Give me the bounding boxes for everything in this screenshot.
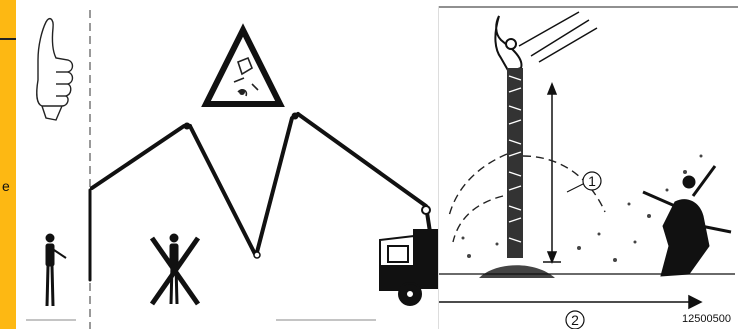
concrete-splatter: [461, 154, 703, 278]
boom-illustration: [16, 0, 438, 329]
forbidden-person-figure: [149, 233, 201, 306]
callout-2: 2: [565, 310, 585, 329]
document-code: 12500500: [682, 313, 731, 325]
side-strip-notch: [0, 0, 16, 40]
side-color-strip: e: [0, 0, 16, 329]
thumbs-up-icon: [36, 17, 74, 121]
svg-text:2: 2: [571, 312, 579, 328]
direction-arrow: [439, 294, 703, 310]
side-strip-letter: e: [2, 178, 10, 194]
height-arrow: [543, 81, 561, 265]
boom-illustration-svg: [26, 10, 438, 329]
forbidden-x-mark: [149, 236, 201, 306]
callout-1: 1: [566, 171, 602, 193]
crane-boom: [88, 112, 428, 282]
crane-truck: [379, 205, 438, 306]
hose-whip-illustration-svg: 1 2: [439, 6, 738, 329]
warning-triangle-icon: [201, 23, 285, 107]
falling-worker-figure: [642, 165, 732, 277]
hose-whip-illustration: 1 2: [438, 6, 738, 329]
hose-whip-path: [448, 153, 606, 243]
boom-end-section: [494, 11, 598, 74]
operator-figure: [45, 233, 67, 307]
end-hose: [507, 68, 523, 258]
svg-text:1: 1: [588, 173, 596, 189]
